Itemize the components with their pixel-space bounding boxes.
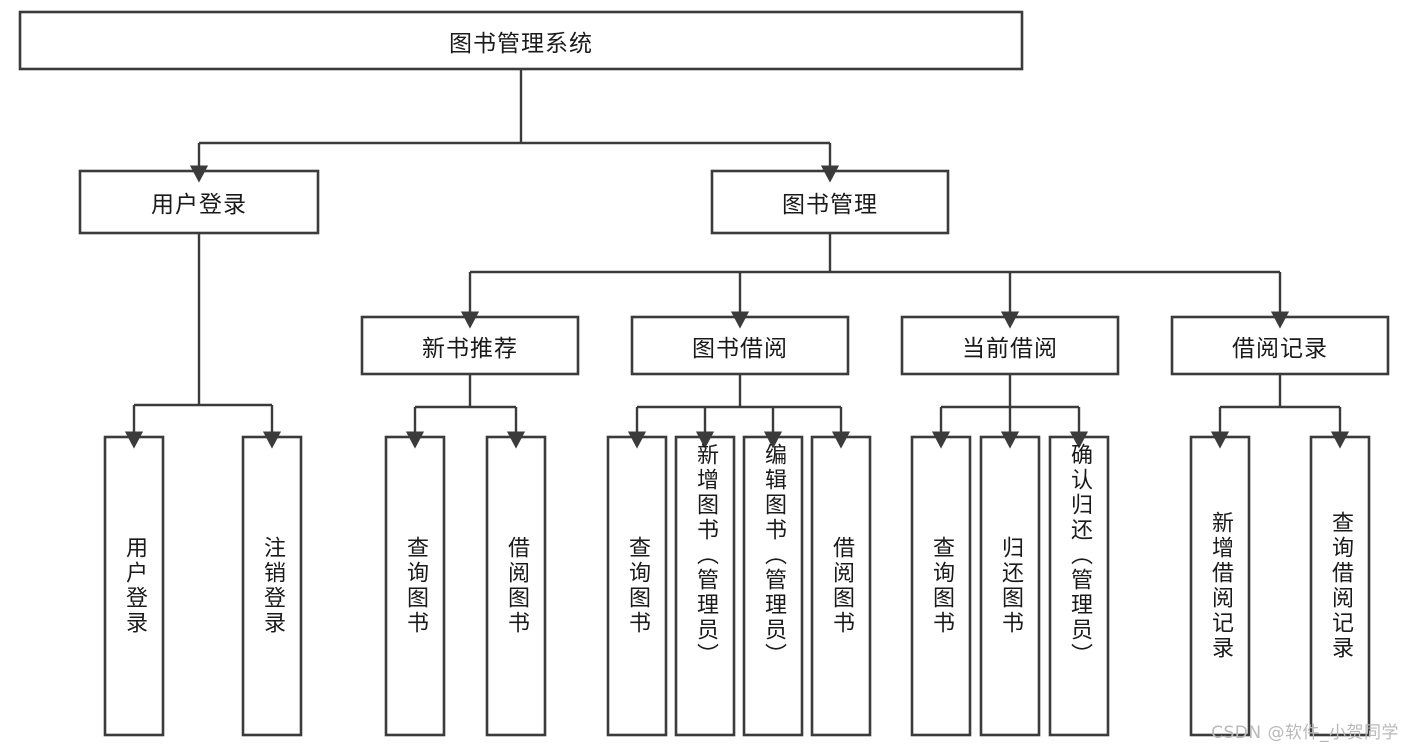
node-book-management[interactable] (710, 169, 950, 235)
node-user-login[interactable] (78, 169, 320, 235)
leaf-box-group (103, 435, 1371, 737)
node-leaf-4[interactable] (606, 435, 668, 737)
node-leaf-9[interactable] (979, 435, 1041, 737)
node-new-book-recommend[interactable] (360, 315, 580, 376)
node-leaf-3[interactable] (485, 435, 547, 737)
node-root[interactable] (18, 10, 1024, 71)
node-book-borrow[interactable] (630, 315, 850, 376)
node-leaf-7[interactable] (810, 435, 872, 737)
node-leaf-2[interactable] (384, 435, 446, 737)
connector-group (124, 69, 1350, 449)
node-leaf-0[interactable] (103, 435, 165, 737)
node-leaf-10[interactable] (1048, 435, 1110, 737)
node-current-borrow[interactable] (900, 315, 1120, 376)
node-leaf-11[interactable] (1189, 435, 1251, 737)
node-leaf-8[interactable] (910, 435, 972, 737)
node-leaf-5[interactable] (674, 435, 736, 737)
node-borrow-record[interactable] (1170, 315, 1390, 376)
node-leaf-6[interactable] (742, 435, 804, 737)
node-leaf-12[interactable] (1309, 435, 1371, 737)
csdn-watermark: CSDN @软件_小贺同学 (1211, 723, 1399, 743)
node-leaf-1[interactable] (241, 435, 303, 737)
